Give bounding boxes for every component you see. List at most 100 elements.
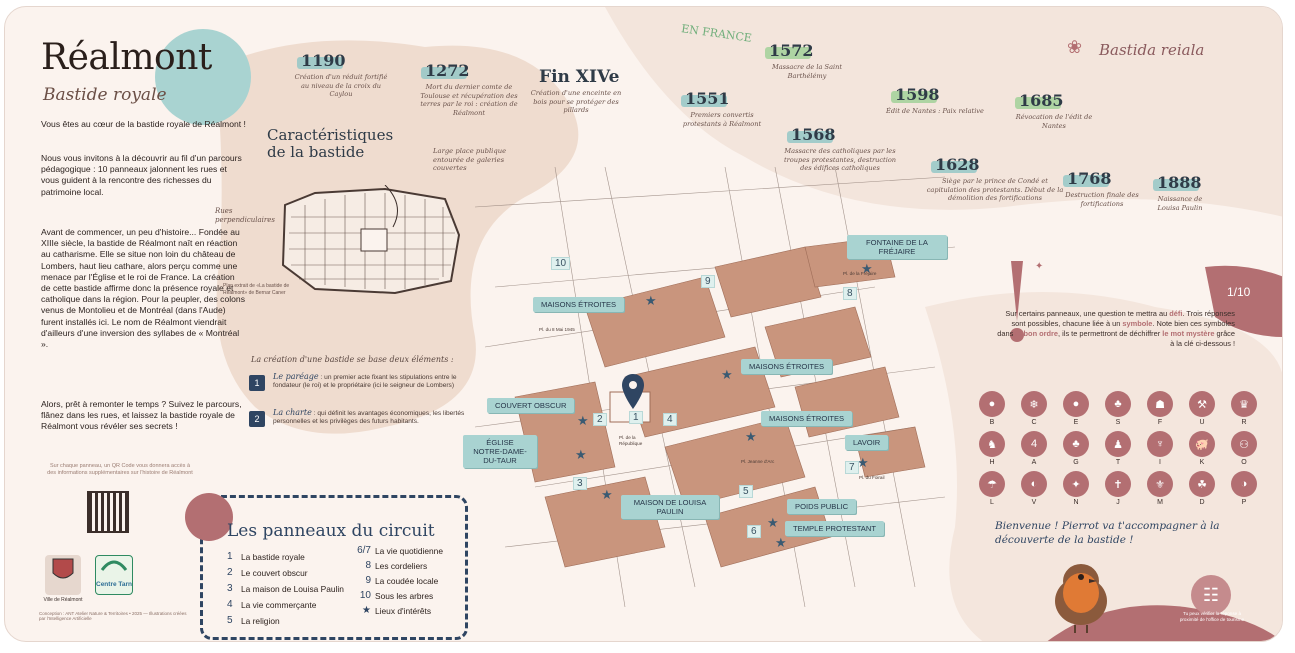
year-highlight [681, 95, 727, 107]
panel-number-8[interactable]: 8 [843, 287, 857, 300]
item-1-title: Le paréage [273, 372, 319, 381]
timeline-year: 1768 [1067, 169, 1112, 188]
centre-tarn-label: Centre Tarn [96, 581, 132, 588]
panel-number-3[interactable]: 3 [573, 477, 587, 490]
map-banner-eglise[interactable]: ÉGLISE NOTRE-DAME-DU-TAUR [463, 435, 537, 468]
panel-number-2[interactable]: 2 [593, 413, 607, 426]
map-banner-fontaine[interactable]: FONTAINE DE LA FRÉJAIRE [847, 235, 947, 259]
panel-number-5[interactable]: 5 [739, 485, 753, 498]
cipher-symbol-icon: 4 [1021, 431, 1047, 457]
office-note: Tu peux vérifier la réponse à proximité … [1179, 611, 1245, 622]
timeline-event: Massacre des catholiques par les troupes… [783, 147, 897, 173]
place-label: Pl. du 8 Mai 1945 [539, 327, 575, 332]
panel-number-9[interactable]: 9 [701, 275, 715, 288]
cipher-symbol-icon: ♣ [1105, 391, 1131, 417]
legend-item: La vie quotidienne [375, 546, 443, 556]
ville-logo-label: Ville de Réalmont [43, 597, 83, 603]
legend-item: Lieux d'intérêts [375, 606, 432, 616]
qr-code[interactable] [87, 491, 129, 533]
point-of-interest-star-icon[interactable]: ★ [601, 487, 613, 502]
timeline-event: Édit de Nantes : Paix relative [886, 107, 984, 115]
timeline-year: 1598 [895, 85, 940, 104]
point-of-interest-star-icon[interactable]: ★ [575, 447, 587, 462]
panel-number-1[interactable]: 1 [629, 411, 643, 424]
panel-number-4[interactable]: 4 [663, 413, 677, 426]
point-of-interest-star-icon[interactable]: ★ [775, 535, 787, 550]
cipher-letter: T [1115, 459, 1121, 466]
panel-number-7[interactable]: 7 [845, 461, 859, 474]
intro-paragraph-1: Vous êtes au cœur de la bastide royale d… [41, 119, 246, 129]
panel-number-6[interactable]: 6 [747, 525, 761, 538]
map-banner-temple[interactable]: TEMPLE PROTESTANT [785, 521, 884, 536]
point-of-interest-star-icon[interactable]: ★ [577, 413, 589, 428]
year-highlight [931, 161, 977, 173]
item-1: Le paréage : un premier acte fixant les … [273, 372, 473, 391]
treasure-chest-icon: ☷ [1191, 575, 1231, 615]
point-of-interest-star-icon[interactable]: ★ [645, 293, 657, 308]
legend-number: 10 [359, 590, 371, 601]
point-of-interest-star-icon[interactable]: ★ [745, 429, 757, 444]
note-place: Large place publique entourée de galerie… [433, 147, 507, 173]
ville-logo [45, 555, 81, 595]
map-banner-poids[interactable]: POIDS PUBLIC [787, 499, 857, 514]
item-1-text: : un premier acte fixant les stipulation… [273, 374, 457, 390]
legend-item: La religion [241, 616, 280, 626]
location-pin-icon [622, 374, 644, 409]
cipher-symbol-icon: ♆ [1147, 431, 1173, 457]
panel-number-10[interactable]: 10 [551, 257, 571, 270]
point-of-interest-star-icon[interactable]: ★ [767, 515, 779, 530]
cipher-letter: U [1199, 419, 1205, 426]
cipher-symbol-icon: ⚜ [1147, 471, 1173, 497]
place-label: Pl. Jeanne d'Arc [741, 459, 775, 464]
cipher-symbol-icon: ☂ [979, 471, 1005, 497]
map-banner-couvert[interactable]: COUVERT OBSCUR [487, 398, 575, 413]
point-of-interest-star-icon[interactable]: ★ [721, 367, 733, 382]
timeline-year: 1190 [301, 51, 346, 70]
timeline-event: Siège par le prince de Condé et capitula… [926, 177, 1064, 203]
note-rues: Rues perpendiculaires [215, 207, 275, 224]
cipher-letter: L [990, 499, 994, 506]
cipher-symbol-icon: ✦ [1063, 471, 1089, 497]
map-banner-maisons3[interactable]: MAISONS ÉTROITES [761, 411, 853, 426]
cipher-letter: B [989, 419, 995, 426]
year-highlight [1153, 179, 1199, 191]
year-highlight [297, 57, 343, 69]
item-2-title: La charte [273, 408, 312, 417]
cipher-symbol-icon: ◐ [1021, 471, 1047, 497]
map-banner-maisons1[interactable]: MAISONS ÉTROITES [533, 297, 625, 312]
map-banner-lavoir[interactable]: LAVOIR [845, 435, 889, 450]
bastide-plan-drawing [281, 185, 461, 295]
point-of-interest-star-icon[interactable]: ★ [857, 455, 869, 470]
legend-item: La vie commerçante [241, 600, 317, 610]
page-subtitle: Bastide royale [43, 85, 167, 105]
cipher-letter: V [1031, 499, 1037, 506]
item-1-badge: 1 [249, 375, 265, 391]
timeline-year: 1568 [791, 125, 836, 144]
flower-icon: ❀ [1067, 37, 1083, 57]
cipher-letter: C [1031, 419, 1037, 426]
cipher-letter: E [1073, 419, 1079, 426]
cipher-symbol-icon: ❄ [1021, 391, 1047, 417]
cipher-symbol-icon: 🐖 [1189, 431, 1215, 457]
robin-bird-illustration [1055, 564, 1107, 633]
item-2-text: : qui définit les avantages économiques,… [273, 410, 465, 426]
place-label: Pl. de la Fréjaire [843, 271, 877, 276]
caracteristiques-title: Caractéristiques de la bastide [267, 126, 394, 161]
timeline-year: Fin XIVe [539, 67, 620, 87]
cipher-letter: A [1031, 459, 1037, 466]
cipher-symbol-icon: ✝ [1105, 471, 1131, 497]
place-label: Pl. du Foirail [859, 475, 885, 480]
point-of-interest-star-icon[interactable]: ★ [861, 261, 873, 276]
year-highlight [787, 131, 833, 143]
street-map [475, 167, 955, 607]
map-banner-maison_louisa[interactable]: MAISON DE LOUISA PAULIN [621, 495, 719, 519]
year-highlight [1015, 97, 1061, 109]
timeline-event: Premiers convertis protestants à Réalmon… [682, 111, 762, 128]
cipher-symbol-icon: ♣ [1063, 431, 1089, 457]
cipher-letter: M [1157, 499, 1163, 506]
map-banner-maisons2[interactable]: MAISONS ÉTROITES [741, 359, 833, 374]
legend-item: Le couvert obscur [241, 568, 308, 578]
creation-intro: La création d'une bastide se base deux é… [251, 355, 454, 364]
item-2-badge: 2 [249, 411, 265, 427]
timeline-event: Révocation de l'édit de Nantes [1015, 113, 1093, 130]
